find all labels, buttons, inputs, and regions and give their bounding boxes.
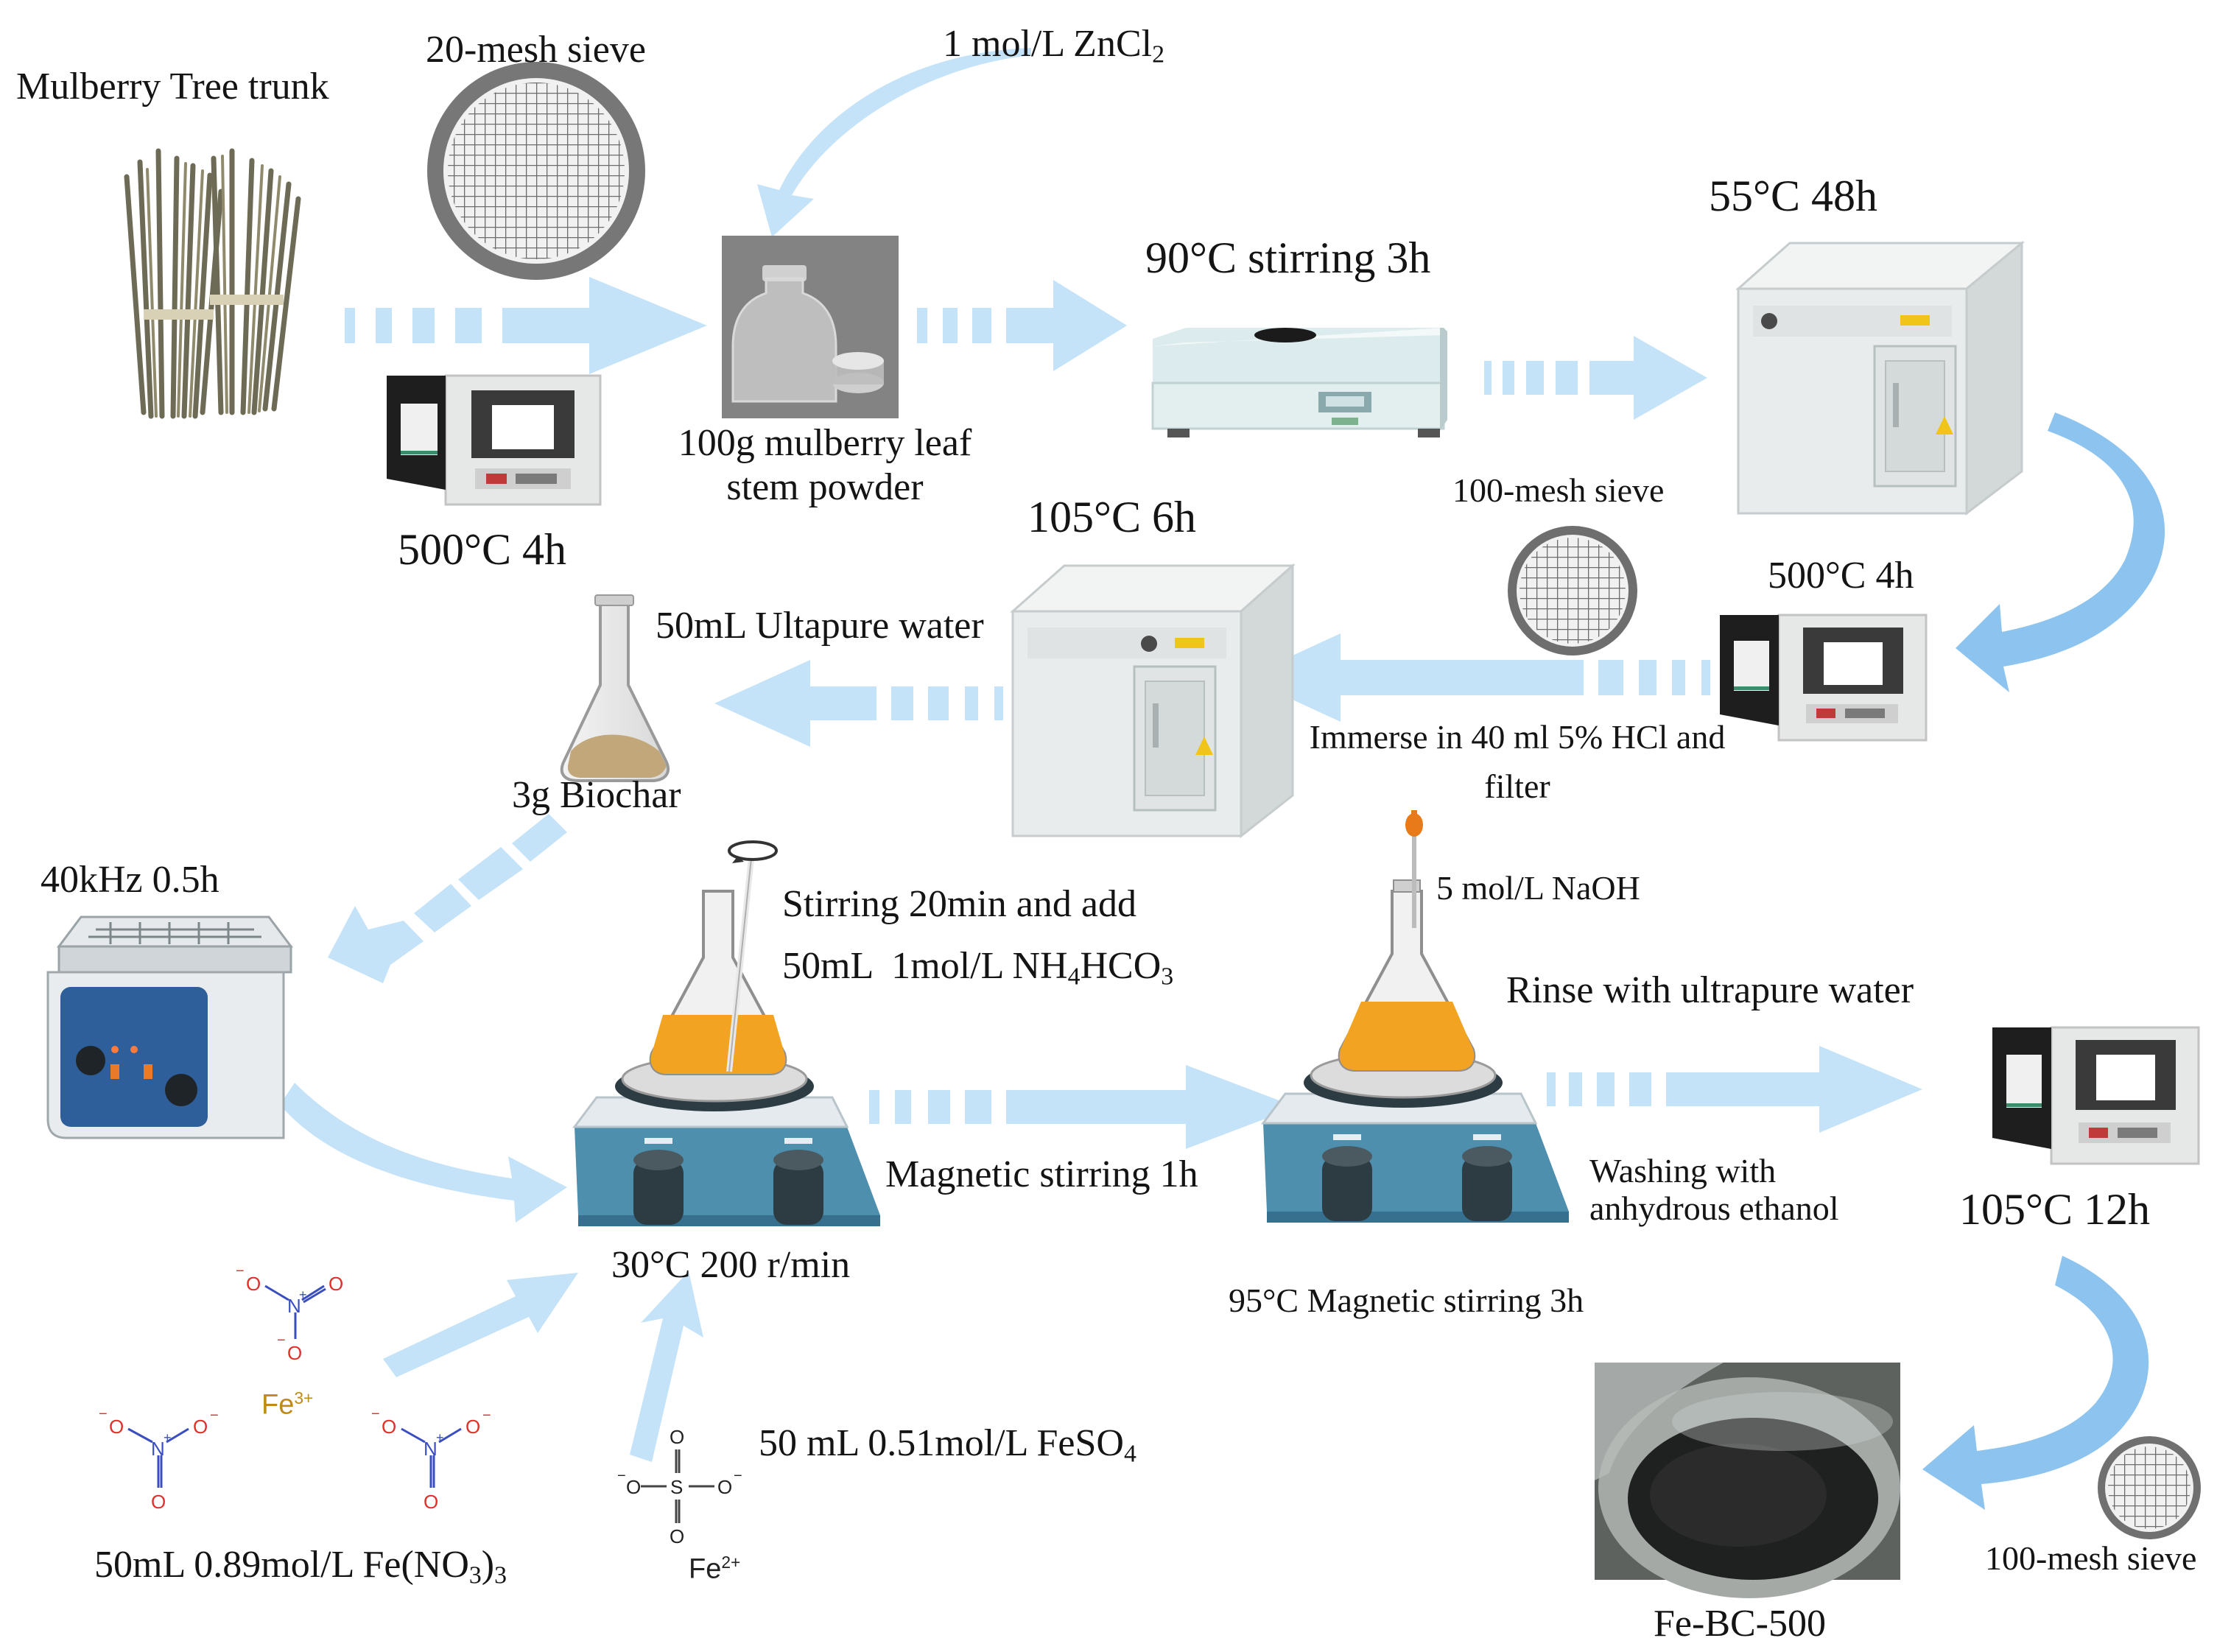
label-mulberry-tree-trunk: Mulberry Tree trunk bbox=[16, 66, 329, 108]
label-naoh: 5 mol/L NaOH bbox=[1436, 869, 1640, 907]
arrow-powder-to-stirrer bbox=[917, 280, 1127, 371]
svg-text:+: + bbox=[436, 1430, 444, 1445]
label-105c-6h: 105°C 6h bbox=[1027, 493, 1197, 541]
drying-oven-105-icon bbox=[1010, 563, 1296, 839]
label-fe2-ion: Fe2+ bbox=[689, 1553, 741, 1585]
label-hcl-line2: filter bbox=[1484, 767, 1550, 805]
label-feno3: 50mL 0.89mol/L Fe(NO3)3 bbox=[94, 1544, 507, 1589]
label-wash-line2: anhydrous ethanol bbox=[1589, 1189, 1839, 1227]
label-powder-line2: stem powder bbox=[726, 465, 924, 508]
svg-text:−: − bbox=[210, 1407, 219, 1424]
muffle-furnace-2-icon bbox=[1720, 614, 1928, 742]
svg-text:+: + bbox=[164, 1430, 172, 1445]
label-magnetic-stirring-1h: Magnetic stirring 1h bbox=[885, 1153, 1198, 1195]
svg-text:O: O bbox=[287, 1342, 302, 1364]
label-furnace-500c-4h: 500°C 4h bbox=[398, 525, 567, 574]
label-30c-200rpm: 30°C 200 r/min bbox=[611, 1244, 851, 1286]
fe-bc-500-photo bbox=[1595, 1363, 1900, 1598]
arrow-stirrer-to-stirrer2 bbox=[869, 1065, 1296, 1149]
sieve-100-mesh-bottom-icon bbox=[2098, 1436, 2201, 1539]
svg-text:−: − bbox=[236, 1263, 245, 1279]
svg-text:O: O bbox=[382, 1416, 396, 1438]
svg-text:N: N bbox=[151, 1438, 165, 1460]
magnetic-stirrer-1-icon bbox=[572, 840, 880, 1226]
svg-text:S: S bbox=[670, 1476, 683, 1498]
hot-plate-stirrer-icon bbox=[1151, 328, 1447, 437]
label-40khz-0-5h: 40kHz 0.5h bbox=[41, 859, 219, 901]
label-95c-magnetic-stirring-3h: 95°C Magnetic stirring 3h bbox=[1229, 1282, 1584, 1319]
svg-text:O: O bbox=[424, 1491, 438, 1513]
arrow-oven55-to-furnace2 bbox=[1956, 412, 2165, 692]
sulfate-ion-structure-icon: O S O O− O− bbox=[617, 1426, 742, 1547]
svg-text:−: − bbox=[734, 1468, 742, 1484]
svg-text:−: − bbox=[371, 1406, 380, 1422]
svg-text:−: − bbox=[482, 1407, 491, 1424]
svg-text:O: O bbox=[670, 1426, 684, 1448]
magnetic-stirrer-2-icon bbox=[1261, 810, 1569, 1223]
biochar-flask-icon bbox=[560, 594, 670, 782]
label-nh4hco3: 50mL 1mol/L NH4HCO3 bbox=[782, 945, 1174, 991]
svg-text:O: O bbox=[109, 1416, 124, 1438]
drying-oven-55-icon bbox=[1735, 240, 2026, 516]
label-rinse-ultrapure-water: Rinse with ultrapure water bbox=[1506, 969, 1914, 1011]
label-powder-line1: 100g mulberry leaf bbox=[678, 422, 972, 464]
nitrate-ion-structures-icon: O− N+ O O− O− N+ O− O O− N+ O− O bbox=[99, 1263, 491, 1513]
label-55c-48h: 55°C 48h bbox=[1709, 172, 1878, 220]
svg-text:O: O bbox=[151, 1491, 166, 1513]
svg-text:N: N bbox=[287, 1295, 301, 1317]
label-furnace2-500c-4h: 500°C 4h bbox=[1768, 555, 1914, 597]
arrow-biochar-to-ultrasound bbox=[328, 814, 567, 983]
label-100-mesh-sieve-bottom: 100-mesh sieve bbox=[1985, 1539, 2197, 1577]
svg-text:O: O bbox=[626, 1476, 641, 1498]
mulberry-trunk-bundle-icon bbox=[124, 148, 301, 419]
arrow-feno3-to-stirrer bbox=[383, 1273, 578, 1377]
label-mulberry-powder: 100g mulberry leaf stem powder bbox=[648, 421, 1002, 510]
label-90c-stirring-3h: 90°C stirring 3h bbox=[1145, 233, 1431, 282]
label-105c-12h: 105°C 12h bbox=[1959, 1185, 2151, 1234]
arrow-furnace3-to-product bbox=[1922, 1256, 2149, 1510]
ultrasonic-cleaner-icon bbox=[46, 915, 293, 1139]
svg-text:O: O bbox=[193, 1416, 208, 1438]
label-hcl-line1: Immerse in 40 ml 5% HCl and bbox=[1309, 718, 1726, 756]
svg-text:−: − bbox=[99, 1406, 108, 1422]
label-3g-biochar: 3g Biochar bbox=[512, 774, 681, 816]
reagent-bottle-photo bbox=[722, 236, 899, 418]
svg-text:−: − bbox=[277, 1332, 286, 1349]
label-fe3-ion: Fe3+ bbox=[261, 1388, 314, 1421]
muffle-furnace-3-icon bbox=[1992, 1026, 2200, 1165]
muffle-furnace-1-icon bbox=[387, 374, 602, 506]
label-zncl2: 1 mol/L ZnCl2 bbox=[943, 23, 1164, 68]
arrow-oven105-to-biochar bbox=[714, 660, 1003, 747]
label-100-mesh-sieve-top: 100-mesh sieve bbox=[1452, 471, 1665, 509]
svg-text:N: N bbox=[424, 1438, 438, 1460]
label-stirring-20min: Stirring 20min and add bbox=[782, 883, 1136, 925]
label-20-mesh-sieve: 20-mesh sieve bbox=[426, 29, 646, 71]
sieve-20-mesh-icon bbox=[427, 62, 645, 280]
arrow-ultrasound-to-stirrer bbox=[280, 1083, 567, 1223]
arrow-furnace2-to-oven105 bbox=[1245, 633, 1710, 722]
label-hcl-immerse: Immerse in 40 ml 5% HCl and filter bbox=[1267, 718, 1768, 806]
arrow-stirrer-to-oven55 bbox=[1484, 336, 1707, 420]
svg-text:O: O bbox=[717, 1476, 732, 1498]
svg-text:−: − bbox=[617, 1468, 626, 1484]
arrow-feso4-to-stirrer bbox=[630, 1271, 703, 1462]
arrow-stirrer2-to-furnace3 bbox=[1547, 1046, 1922, 1133]
label-50ml-ultrapure-water: 50mL Ultapure water bbox=[656, 605, 984, 647]
svg-text:O: O bbox=[670, 1525, 684, 1547]
sieve-100-mesh-top-icon bbox=[1508, 526, 1637, 655]
label-fe-bc-500: Fe-BC-500 bbox=[1654, 1603, 1826, 1645]
svg-text:O: O bbox=[246, 1273, 261, 1295]
arrow-trunk-to-powder bbox=[345, 277, 707, 374]
svg-text:O: O bbox=[465, 1416, 480, 1438]
label-feso4: 50 mL 0.51mol/L FeSO4 bbox=[759, 1422, 1136, 1468]
label-wash-line1: Washing with bbox=[1589, 1152, 1777, 1189]
arrow-zncl2-curve bbox=[757, 48, 1031, 237]
label-washing-ethanol: Washing with anhydrous ethanol bbox=[1589, 1152, 1839, 1227]
svg-text:O: O bbox=[328, 1273, 343, 1295]
svg-text:+: + bbox=[299, 1287, 307, 1302]
